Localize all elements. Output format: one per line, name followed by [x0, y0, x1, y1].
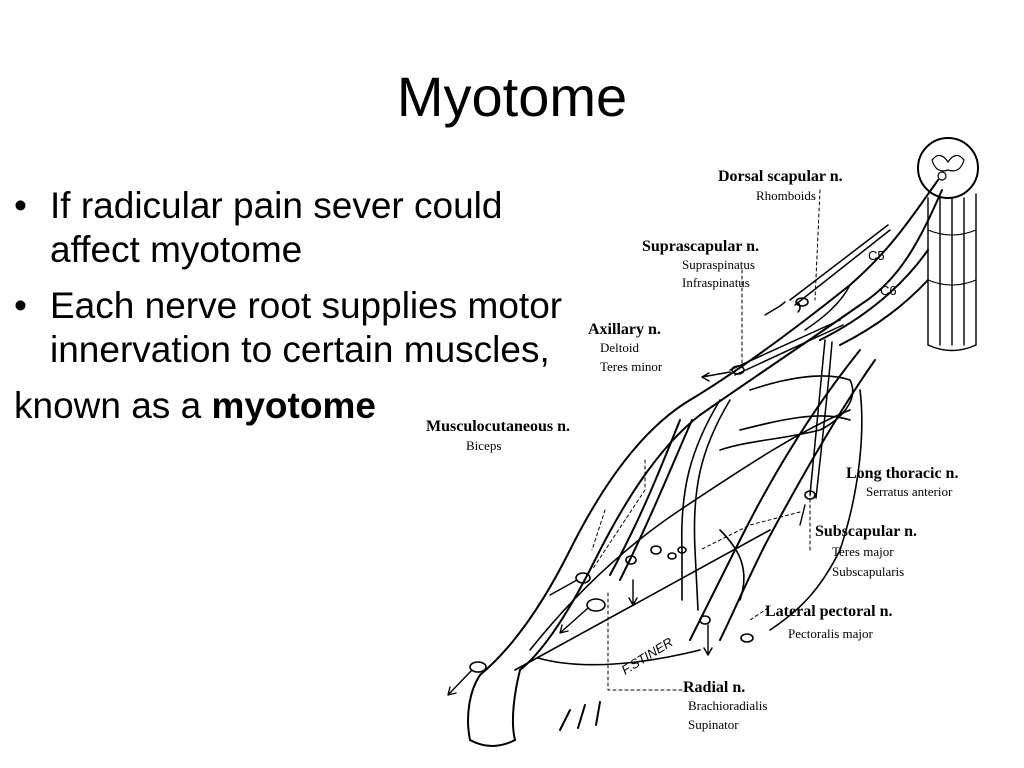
- svg-text:Brachioradialis: Brachioradialis: [688, 698, 767, 713]
- nerve-label-subscapular: Subscapular n. Teres major Subscapularis: [815, 523, 917, 579]
- svg-text:Lateral pectoral n.: Lateral pectoral n.: [765, 603, 893, 620]
- svg-text:Deltoid: Deltoid: [600, 340, 639, 355]
- nerve-label-radial: Radial n. Brachioradialis Supinator: [683, 679, 767, 732]
- root-labels: C5 C6: [868, 248, 897, 298]
- definition-term: myotome: [211, 385, 376, 426]
- svg-text:Axillary n.: Axillary n.: [588, 321, 661, 338]
- spinal-cord-icon: [917, 137, 979, 352]
- nerve-label-musculocutaneous: Musculocutaneous n. Biceps: [426, 418, 570, 453]
- illustrator-signature: F.STINER: [619, 634, 676, 677]
- nerve-label-dorsal-scapular: Dorsal scapular n. Rhomboids: [718, 168, 843, 203]
- nerve-label-axillary: Axillary n. Deltoid Teres minor: [588, 321, 663, 374]
- svg-text:Infraspinatus: Infraspinatus: [682, 275, 750, 290]
- svg-text:Teres major: Teres major: [832, 544, 894, 559]
- svg-text:Biceps: Biceps: [466, 438, 501, 453]
- bullet-item: • If radicular pain sever could affect m…: [14, 184, 574, 272]
- slide-title: Myotome: [396, 65, 628, 128]
- myotome-definition: known as a myotome: [14, 384, 574, 428]
- definition-text: known as a: [14, 385, 212, 426]
- root-label-c6: C6: [880, 283, 897, 298]
- nerve-label-suprascapular: Suprascapular n. Supraspinatus Infraspin…: [642, 238, 759, 290]
- svg-text:Suprascapular n.: Suprascapular n.: [642, 238, 759, 255]
- bullet-list: • If radicular pain sever could affect m…: [14, 184, 574, 428]
- nerve-label-long-thoracic: Long thoracic n. Serratus anterior: [846, 465, 958, 499]
- arrow-icons: [447, 305, 806, 696]
- nerve-label-lateral-pectoral: Lateral pectoral n. Pectoralis major: [765, 603, 893, 641]
- svg-text:Rhomboids: Rhomboids: [756, 188, 816, 203]
- svg-text:Supraspinatus: Supraspinatus: [682, 257, 755, 272]
- bullet-text: If radicular pain sever could affect myo…: [50, 185, 503, 270]
- svg-text:Subscapularis: Subscapularis: [832, 564, 904, 579]
- svg-text:Long thoracic n.: Long thoracic n.: [846, 465, 958, 482]
- bullet-text: Each nerve root supplies motor innervati…: [50, 285, 563, 370]
- svg-text:Teres minor: Teres minor: [600, 359, 663, 374]
- svg-text:Musculocutaneous n.: Musculocutaneous n.: [426, 418, 570, 435]
- bullet-dot-icon: •: [14, 185, 27, 226]
- nerve-trunks: [467, 179, 943, 747]
- brachial-plexus-diagram: C5 C6 F.STINER Dorsal scapular n. Rhombo…: [426, 137, 979, 747]
- nerve-stubs: [469, 297, 816, 673]
- svg-text:Serratus anterior: Serratus anterior: [866, 484, 953, 499]
- bullet-item: • Each nerve root supplies motor innerva…: [14, 284, 574, 372]
- root-label-c5: C5: [868, 248, 885, 263]
- bullet-dot-icon: •: [14, 285, 27, 326]
- muscle-outlines: [514, 375, 863, 671]
- svg-text:Pectoralis major: Pectoralis major: [788, 626, 874, 641]
- leader-lines: [591, 189, 821, 691]
- svg-text:Radial n.: Radial n.: [683, 679, 745, 696]
- svg-text:Supinator: Supinator: [688, 717, 739, 732]
- svg-text:Subscapular n.: Subscapular n.: [815, 523, 917, 540]
- svg-text:Dorsal scapular n.: Dorsal scapular n.: [718, 168, 843, 185]
